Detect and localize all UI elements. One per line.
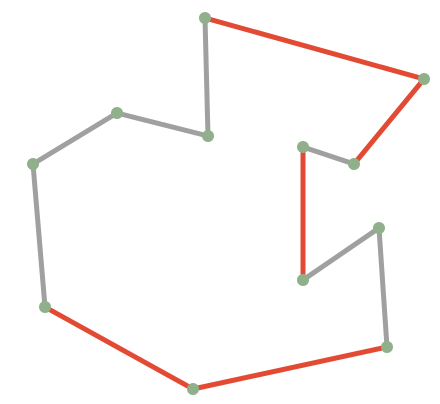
vertex-3: [297, 141, 309, 153]
edge-gray-5: [376, 225, 390, 350]
edge-red-6: [190, 344, 390, 392]
vertex-0: [199, 12, 211, 24]
edge-red-1: [351, 76, 427, 167]
edge-red-7: [42, 304, 196, 392]
vertex-9: [27, 158, 39, 170]
vertex-11: [202, 130, 214, 142]
vertex-2: [348, 158, 360, 170]
vertex-5: [373, 222, 385, 234]
edge-gray-9: [30, 110, 120, 167]
vertex-6: [381, 341, 393, 353]
edge-red-0: [202, 15, 427, 82]
vertex-4: [297, 274, 309, 286]
edge-gray-11: [202, 15, 211, 139]
edge-gray-4: [300, 225, 382, 283]
vertex-7: [187, 383, 199, 395]
node-layer: [27, 12, 430, 395]
edge-gray-2: [300, 144, 357, 167]
edge-gray-8: [30, 161, 48, 310]
edge-layer: [30, 15, 427, 392]
vertex-10: [111, 107, 123, 119]
vertex-8: [39, 301, 51, 313]
vertex-1: [418, 73, 430, 85]
edge-gray-10: [114, 110, 211, 139]
